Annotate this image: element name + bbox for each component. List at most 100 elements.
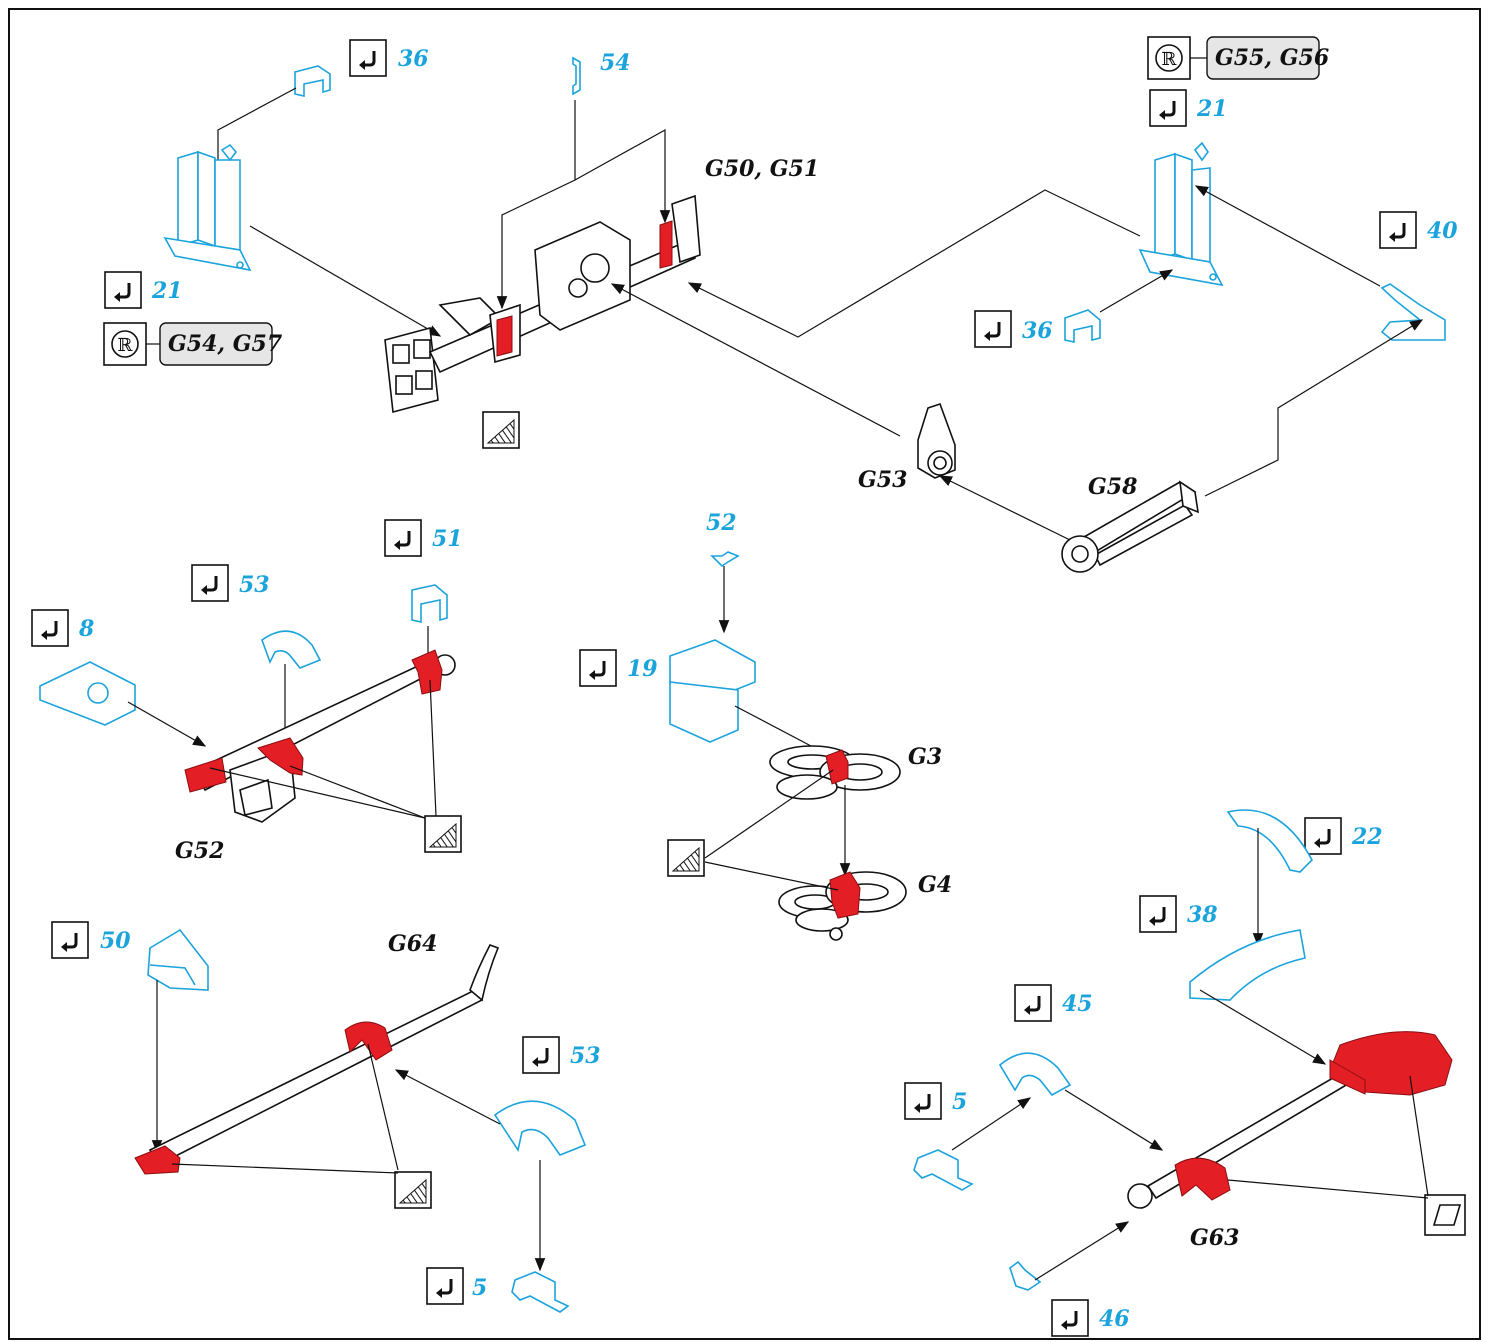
leader-21a (249, 225, 442, 337)
part-45-label: 45 (1062, 991, 1093, 1017)
repeat-icon-g55: ℝ (1147, 36, 1191, 80)
part-g52-red-clamps (184, 649, 443, 793)
part-g53-arm (917, 402, 956, 479)
part-g3-red-block (825, 749, 849, 785)
clear-part-leaders (1227, 1075, 1429, 1199)
part-g50-g51-chassis (384, 194, 701, 414)
step-icon-19 (578, 648, 618, 688)
callout-box-g55 (1206, 36, 1320, 80)
part-22-label: 22 (1351, 824, 1383, 850)
step-icon-53a (190, 563, 230, 603)
part-46-label: 46 (1099, 1306, 1130, 1332)
part-g50-red-pads (496, 220, 673, 357)
callout-g54-g57: G54, G57 (168, 331, 283, 357)
clear-part-icon (1424, 1194, 1466, 1236)
step-icon-5b (425, 1266, 465, 1306)
part-54-label: 54 (600, 50, 631, 76)
callout-g55-g56: G55, G56 (1215, 45, 1329, 71)
glue-icon-top (482, 411, 520, 449)
glue-icon-g64 (394, 1171, 432, 1209)
part-g64-red-clamps (134, 1021, 393, 1175)
repeat-symbol-2: ℝ (1162, 49, 1178, 70)
part-g52-rod (193, 654, 456, 823)
leader-8 (127, 701, 207, 747)
part-45-saddle (998, 1052, 1072, 1097)
part-36a-cap (294, 65, 331, 97)
leader-53b (394, 1069, 501, 1125)
step-icon-40 (1378, 210, 1418, 250)
part-40-label: 40 (1427, 218, 1458, 244)
leader-g58-to-g53 (938, 475, 1071, 541)
label-g50-g51: G50, G51 (705, 156, 819, 182)
part-19-label: 19 (627, 656, 658, 682)
part-36a-label: 36 (398, 46, 429, 72)
leader-21b (687, 189, 1141, 338)
part-52-pin (710, 551, 740, 568)
part-53a-saddle (261, 630, 322, 669)
leader-36b (1099, 269, 1174, 313)
leader-38 (1199, 989, 1327, 1065)
part-50-label: 50 (100, 928, 131, 954)
part-8-label: 8 (78, 616, 94, 642)
part-51-cap (411, 584, 448, 623)
step-icon-21b (1148, 88, 1188, 128)
part-21b-label: 21 (1196, 96, 1228, 122)
step-icon-50 (50, 920, 90, 960)
step-icon-51 (383, 518, 423, 558)
part-5a-label: 5 (952, 1089, 967, 1115)
part-36b-cap (1064, 309, 1101, 343)
leader-40 (1194, 185, 1381, 287)
part-38-shell (1189, 929, 1306, 1001)
step-icon-46 (1050, 1298, 1090, 1338)
glue-icon-g52 (424, 815, 462, 853)
step-icon-36a (348, 38, 388, 78)
glue-leaders-g52 (209, 679, 437, 819)
part-53b-label: 53 (570, 1043, 601, 1069)
part-21a-bracket (163, 143, 252, 272)
step-icon-45 (1013, 983, 1053, 1023)
part-21b-bracket (1138, 141, 1224, 287)
part-52-label: 52 (706, 510, 737, 536)
label-g63: G63 (1190, 1225, 1239, 1251)
part-36b-label: 36 (1022, 318, 1053, 344)
leader-45 (1064, 1089, 1164, 1151)
part-g63-red-parts (1174, 1031, 1453, 1201)
label-g3: G3 (908, 744, 942, 770)
step-icon-21a (103, 270, 143, 310)
part-38-label: 38 (1187, 902, 1218, 928)
label-g53: G53 (858, 467, 907, 493)
part-g58-rod (1061, 480, 1199, 573)
step-icon-53b (521, 1035, 561, 1075)
part-50-bracket (147, 928, 209, 991)
part-54-clip (572, 56, 581, 96)
part-8-plate (39, 661, 136, 726)
part-53a-label: 53 (239, 572, 270, 598)
step-icon-8 (30, 608, 70, 648)
part-21a-label: 21 (151, 278, 183, 304)
diagram-frame (8, 8, 1481, 1340)
part-46-hook (1009, 1260, 1042, 1291)
part-19-box (669, 639, 756, 743)
label-g58: G58 (1088, 474, 1137, 500)
glue-leaders-g64 (171, 1043, 399, 1174)
part-5a-clip (913, 1149, 974, 1191)
repeat-symbol: ℝ (118, 335, 134, 356)
step-icon-36b (973, 309, 1013, 349)
leader-g58-to-40 (1204, 319, 1424, 497)
part-40-plate (1380, 283, 1446, 341)
label-g4: G4 (918, 872, 952, 898)
part-g63-rod (1127, 1066, 1360, 1209)
leader-46 (1034, 1221, 1130, 1281)
step-icon-38 (1138, 894, 1178, 934)
step-icon-22 (1303, 816, 1343, 856)
label-g64: G64 (388, 931, 437, 957)
leader-5a (951, 1097, 1032, 1151)
part-53b-saddle (493, 1100, 587, 1156)
callout-box-g54 (159, 322, 273, 366)
part-22-strip (1226, 809, 1313, 873)
glue-leaders-center (704, 769, 839, 891)
part-5b-clip (511, 1271, 570, 1313)
leader-54 (496, 100, 671, 310)
leader-g53 (610, 283, 901, 437)
